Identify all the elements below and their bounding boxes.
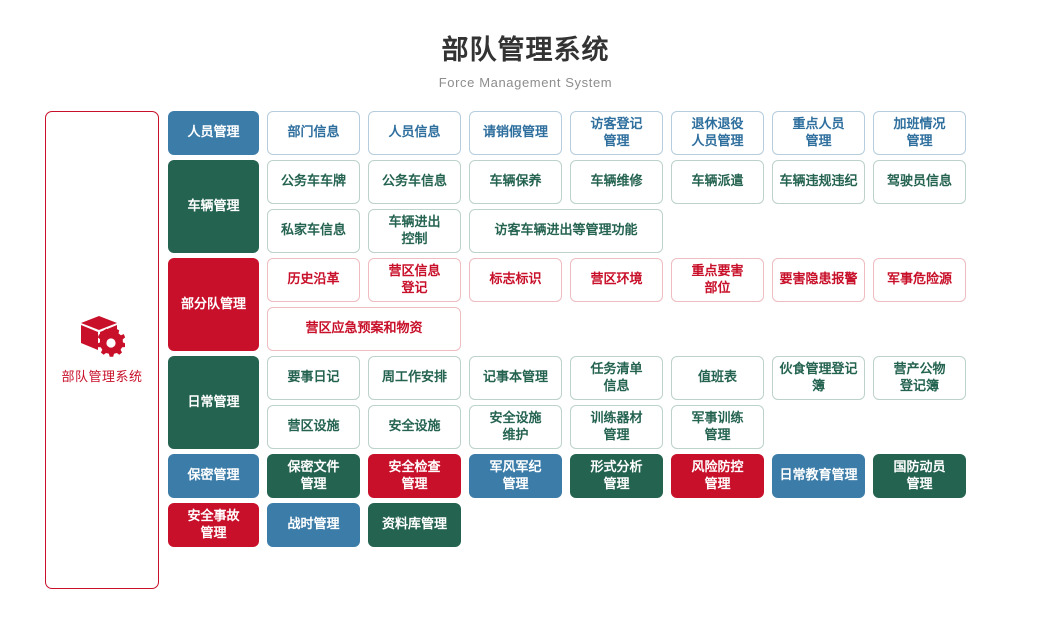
sections-container: 人员管理部门信息人员信息请销假管理访客登记 管理退休退役 人员管理重点人员 管理… bbox=[168, 110, 974, 552]
page-subtitle: Force Management System bbox=[438, 74, 613, 90]
item-row: 要事日记周工作安排记事本管理任务清单 信息值班表伙食管理登记簿营产公物 登记簿 bbox=[267, 355, 974, 400]
module-button[interactable]: 安全检查 管理 bbox=[368, 453, 461, 498]
page-title: 部队管理系统 bbox=[441, 35, 610, 65]
module-button[interactable]: 资料库管理 bbox=[368, 502, 461, 547]
module-button[interactable]: 请销假管理 bbox=[469, 110, 562, 155]
module-button[interactable]: 车辆保养 bbox=[469, 159, 562, 204]
module-button[interactable]: 营区环境 bbox=[570, 257, 663, 302]
section-row: 安全事故 管理战时管理资料库管理 bbox=[168, 502, 974, 547]
module-button[interactable]: 部门信息 bbox=[267, 110, 360, 155]
category-button[interactable]: 人员管理 bbox=[168, 110, 259, 155]
module-button[interactable]: 伙食管理登记簿 bbox=[772, 355, 865, 400]
module-button[interactable]: 访客车辆进出等管理功能 bbox=[469, 208, 663, 253]
category-button[interactable]: 日常管理 bbox=[168, 355, 259, 449]
module-button[interactable]: 营产公物 登记簿 bbox=[873, 355, 966, 400]
module-button[interactable]: 国防动员 管理 bbox=[873, 453, 966, 498]
module-button[interactable]: 私家车信息 bbox=[267, 208, 360, 253]
module-button[interactable]: 车辆派遣 bbox=[671, 159, 764, 204]
page-header: 部队管理系统 Force Management System bbox=[0, 0, 1051, 90]
module-button[interactable]: 车辆维修 bbox=[570, 159, 663, 204]
item-row: 私家车信息车辆进出 控制访客车辆进出等管理功能 bbox=[267, 208, 974, 253]
module-button[interactable]: 公务车车牌 bbox=[267, 159, 360, 204]
item-row: 部门信息人员信息请销假管理访客登记 管理退休退役 人员管理重点人员 管理加班情况… bbox=[267, 110, 974, 155]
item-row: 保密文件 管理安全检查 管理军风军纪 管理形式分析 管理风险防控 管理日常教育管… bbox=[267, 453, 974, 498]
section-row: 人员管理部门信息人员信息请销假管理访客登记 管理退休退役 人员管理重点人员 管理… bbox=[168, 110, 974, 155]
module-button[interactable]: 任务清单 信息 bbox=[570, 355, 663, 400]
module-button[interactable]: 要害隐患报警 bbox=[772, 257, 865, 302]
module-button[interactable]: 公务车信息 bbox=[368, 159, 461, 204]
section-items: 战时管理资料库管理 bbox=[267, 502, 974, 547]
section-items: 历史沿革营区信息 登记标志标识营区环境重点要害 部位要害隐患报警军事危险源营区应… bbox=[267, 257, 974, 351]
section-row: 保密管理保密文件 管理安全检查 管理军风军纪 管理形式分析 管理风险防控 管理日… bbox=[168, 453, 974, 498]
module-button[interactable]: 车辆进出 控制 bbox=[368, 208, 461, 253]
module-button[interactable]: 营区设施 bbox=[267, 404, 360, 449]
section-row: 车辆管理公务车车牌公务车信息车辆保养车辆维修车辆派遣车辆违规违纪驾驶员信息私家车… bbox=[168, 159, 974, 253]
item-row: 营区应急预案和物资 bbox=[267, 306, 974, 351]
module-button[interactable]: 保密文件 管理 bbox=[267, 453, 360, 498]
section-items: 保密文件 管理安全检查 管理军风军纪 管理形式分析 管理风险防控 管理日常教育管… bbox=[267, 453, 974, 498]
module-button[interactable]: 重点要害 部位 bbox=[671, 257, 764, 302]
cube-gear-icon bbox=[79, 314, 126, 358]
module-button[interactable]: 军事危险源 bbox=[873, 257, 966, 302]
category-button[interactable]: 车辆管理 bbox=[168, 159, 259, 253]
section-row: 日常管理要事日记周工作安排记事本管理任务清单 信息值班表伙食管理登记簿营产公物 … bbox=[168, 355, 974, 449]
sidebar-brand-label: 部队管理系统 bbox=[61, 369, 143, 385]
section-row: 部分队管理历史沿革营区信息 登记标志标识营区环境重点要害 部位要害隐患报警军事危… bbox=[168, 257, 974, 351]
item-row: 战时管理资料库管理 bbox=[267, 502, 974, 547]
item-row: 公务车车牌公务车信息车辆保养车辆维修车辆派遣车辆违规违纪驾驶员信息 bbox=[267, 159, 974, 204]
module-button[interactable]: 安全设施 维护 bbox=[469, 404, 562, 449]
module-button[interactable]: 记事本管理 bbox=[469, 355, 562, 400]
module-button[interactable]: 周工作安排 bbox=[368, 355, 461, 400]
module-button[interactable]: 形式分析 管理 bbox=[570, 453, 663, 498]
module-button[interactable]: 驾驶员信息 bbox=[873, 159, 966, 204]
category-button[interactable]: 安全事故 管理 bbox=[168, 502, 259, 547]
module-button[interactable]: 安全设施 bbox=[368, 404, 461, 449]
section-items: 公务车车牌公务车信息车辆保养车辆维修车辆派遣车辆违规违纪驾驶员信息私家车信息车辆… bbox=[267, 159, 974, 253]
section-items: 部门信息人员信息请销假管理访客登记 管理退休退役 人员管理重点人员 管理加班情况… bbox=[267, 110, 974, 155]
module-button[interactable]: 风险防控 管理 bbox=[671, 453, 764, 498]
category-button[interactable]: 保密管理 bbox=[168, 453, 259, 498]
module-button[interactable]: 访客登记 管理 bbox=[570, 110, 663, 155]
module-button[interactable]: 战时管理 bbox=[267, 502, 360, 547]
module-button[interactable]: 加班情况 管理 bbox=[873, 110, 966, 155]
module-button[interactable]: 营区信息 登记 bbox=[368, 257, 461, 302]
module-button[interactable]: 军风军纪 管理 bbox=[469, 453, 562, 498]
module-button[interactable]: 人员信息 bbox=[368, 110, 461, 155]
module-button[interactable]: 车辆违规违纪 bbox=[772, 159, 865, 204]
module-button[interactable]: 营区应急预案和物资 bbox=[267, 306, 461, 351]
item-row: 历史沿革营区信息 登记标志标识营区环境重点要害 部位要害隐患报警军事危险源 bbox=[267, 257, 974, 302]
sidebar-brand-panel[interactable]: 部队管理系统 bbox=[45, 110, 159, 589]
module-board: 部队管理系统 人员管理部门信息人员信息请销假管理访客登记 管理退休退役 人员管理… bbox=[0, 110, 1051, 589]
module-button[interactable]: 历史沿革 bbox=[267, 257, 360, 302]
module-button[interactable]: 标志标识 bbox=[469, 257, 562, 302]
category-button[interactable]: 部分队管理 bbox=[168, 257, 259, 351]
module-button[interactable]: 军事训练 管理 bbox=[671, 404, 764, 449]
item-row: 营区设施安全设施安全设施 维护训练器材 管理军事训练 管理 bbox=[267, 404, 974, 449]
module-button[interactable]: 重点人员 管理 bbox=[772, 110, 865, 155]
module-button[interactable]: 要事日记 bbox=[267, 355, 360, 400]
module-button[interactable]: 值班表 bbox=[671, 355, 764, 400]
module-button[interactable]: 训练器材 管理 bbox=[570, 404, 663, 449]
module-button[interactable]: 日常教育管理 bbox=[772, 453, 865, 498]
module-button[interactable]: 退休退役 人员管理 bbox=[671, 110, 764, 155]
section-items: 要事日记周工作安排记事本管理任务清单 信息值班表伙食管理登记簿营产公物 登记簿营… bbox=[267, 355, 974, 449]
